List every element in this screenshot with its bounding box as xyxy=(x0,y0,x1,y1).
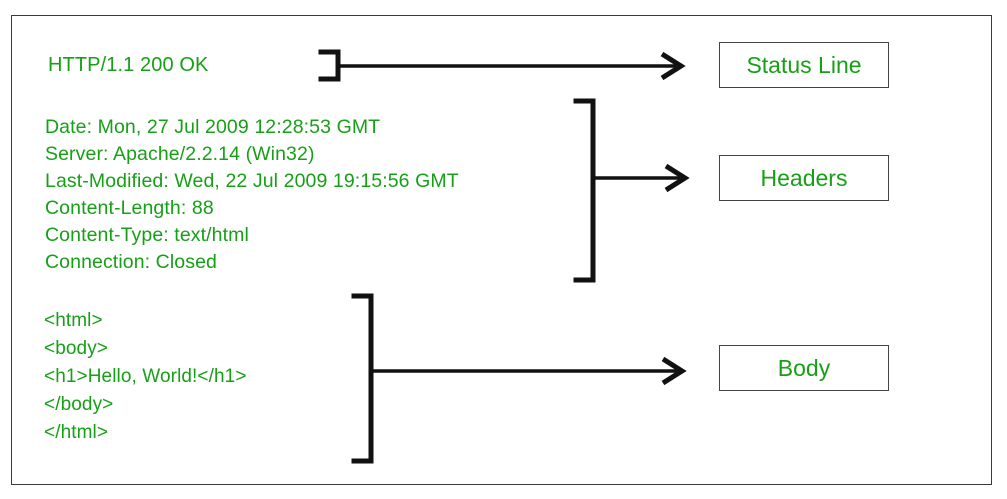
label-box-headers: Headers xyxy=(719,155,889,201)
label-box-status-line: Status Line xyxy=(719,42,889,88)
label-box-body: Body xyxy=(719,345,889,391)
headers-code-text: Date: Mon, 27 Jul 2009 12:28:53 GMT Serv… xyxy=(45,116,459,273)
status-line-code-text: HTTP/1.1 200 OK xyxy=(48,54,209,76)
body-code-text: <html> <body> <h1>Hello, World!</h1> </b… xyxy=(44,310,247,443)
diagram-outer-frame xyxy=(11,15,992,485)
